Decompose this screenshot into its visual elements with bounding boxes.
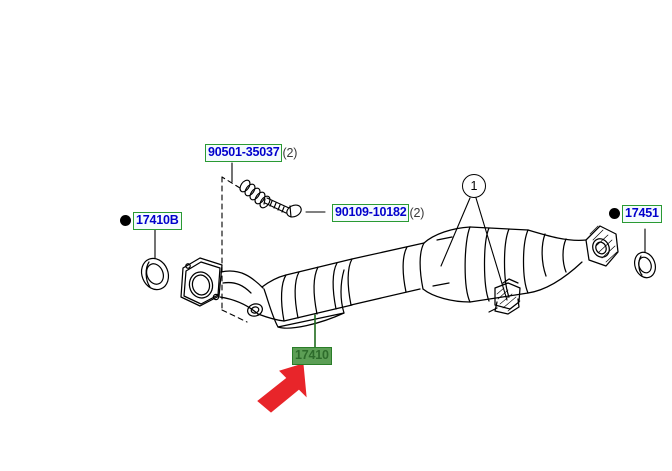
hanger-bracket-tab <box>488 307 498 313</box>
part-number-90109-10182[interactable]: 90109-10182 <box>332 204 410 222</box>
part-number-17410B[interactable]: 17410B <box>133 212 182 230</box>
index-1-leader-lines <box>440 197 508 301</box>
rear-gasket-icon <box>634 251 656 279</box>
quantity-90109-10182: (2) <box>409 205 425 220</box>
bullet-dot-icon <box>120 215 131 227</box>
front-pipe-icon <box>219 270 264 317</box>
front-gasket-icon <box>140 257 170 291</box>
callout-front-gasket[interactable]: 17410B <box>120 212 182 230</box>
tail-pipe-icon <box>527 229 587 294</box>
part-number-90501-35037[interactable]: 90501-35037 <box>205 144 283 162</box>
rear-flange-icon <box>585 225 619 267</box>
index-bubble-1-label: 1 <box>470 179 478 193</box>
front-flange-icon <box>180 257 223 307</box>
assembly-guide-dashed-line <box>221 176 248 323</box>
callout-rear-gasket[interactable]: 17451 <box>609 205 662 223</box>
index-bubble-1[interactable]: 1 <box>462 174 486 198</box>
selection-arrow-icon <box>257 363 307 413</box>
callout-spring[interactable]: 90501-35037 (2) <box>205 144 297 162</box>
part-number-17410[interactable]: 17410 <box>292 347 332 365</box>
rear-converter-body-icon <box>422 226 529 303</box>
quantity-90501-35037: (2) <box>282 145 298 160</box>
rear-flange-hatch <box>589 225 618 263</box>
compression-spring-icon <box>239 179 271 209</box>
bullet-dot-icon <box>609 208 620 220</box>
front-catalytic-converter-icon <box>257 258 353 329</box>
callout-bolt[interactable]: 90109-10182 (2) <box>332 204 424 222</box>
callout-converter-assembly-selected[interactable]: 17410 <box>292 347 332 365</box>
flange-bolt-icon <box>263 197 302 218</box>
part-number-17451[interactable]: 17451 <box>622 205 662 223</box>
hanger-bracket-hatch <box>496 287 521 312</box>
mid-pipe-icon <box>350 236 453 306</box>
